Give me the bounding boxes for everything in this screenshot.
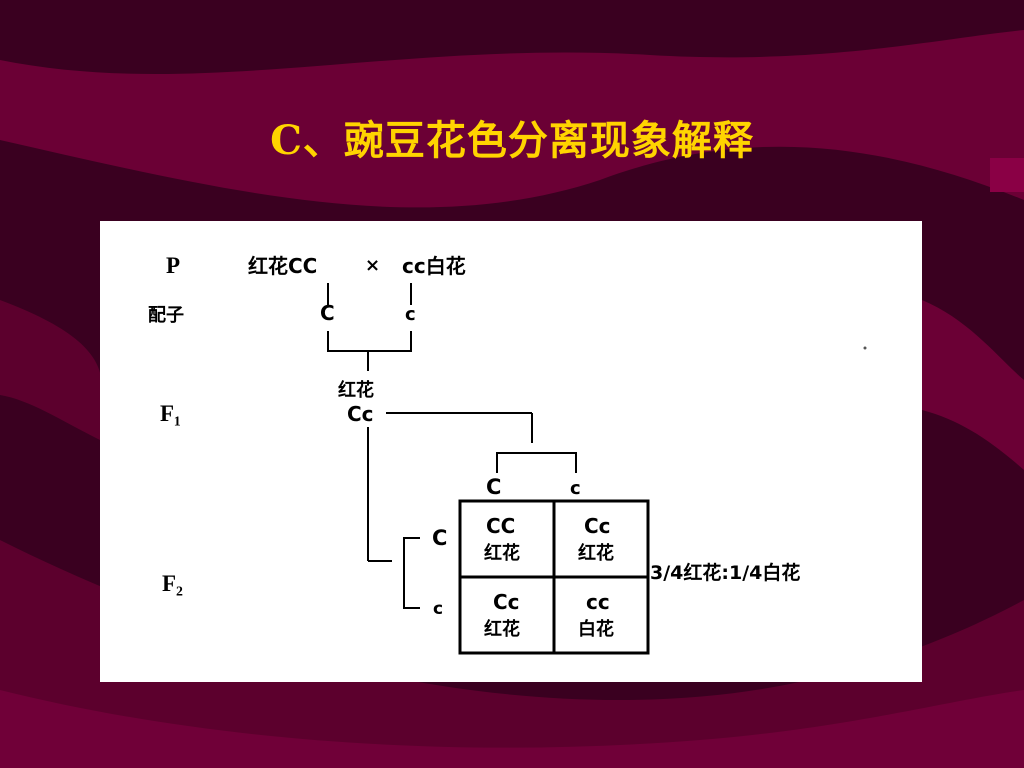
punnett-cell-genotype: Cc bbox=[493, 590, 520, 614]
connector-line bbox=[327, 331, 412, 352]
parent-right: cc白花 bbox=[402, 254, 466, 278]
f1-gamete-side-top: C bbox=[432, 526, 447, 550]
diagram-lines bbox=[327, 283, 650, 655]
slide-side-tab bbox=[990, 158, 1024, 192]
row-label-gamete: 配子 bbox=[148, 305, 184, 326]
punnett-cell-phenotype: 红花 bbox=[484, 618, 520, 640]
f1-phenotype: 红花 bbox=[338, 379, 374, 401]
parent-left: 红花CC bbox=[248, 254, 317, 278]
background-wave bbox=[0, 540, 1024, 768]
punnett-cell-genotype: CC bbox=[486, 514, 515, 538]
diagram-panel: P 配子 F₁ F₂ 红花CC × cc白花 C c 红花 Cc C c C c… bbox=[100, 221, 922, 682]
punnett-cell-phenotype: 红花 bbox=[484, 542, 520, 564]
genetic-cross-diagram: P 配子 F₁ F₂ 红花CC × cc白花 C c 红花 Cc C c C c… bbox=[148, 253, 867, 655]
f1-gamete-top-left: C bbox=[486, 475, 501, 499]
connector-line bbox=[403, 537, 420, 609]
gamete-right: c bbox=[405, 304, 416, 325]
f1-genotype: Cc bbox=[347, 402, 374, 426]
f1-gamete-top-right: c bbox=[570, 478, 581, 499]
row-label-f2: F₂ bbox=[162, 571, 183, 596]
background-wave bbox=[922, 300, 1024, 470]
punnett-cell-phenotype: 红花 bbox=[578, 542, 614, 564]
connector-line bbox=[496, 452, 577, 473]
background-wave bbox=[0, 30, 1024, 208]
punnett-cell-phenotype: 白花 bbox=[578, 618, 614, 640]
row-label-f1: F₁ bbox=[160, 401, 181, 426]
punnett-cell-genotype: Cc bbox=[584, 514, 611, 538]
background-wave bbox=[0, 300, 102, 440]
punnett-cell-genotype: cc bbox=[586, 590, 610, 614]
background-wave bbox=[0, 690, 1024, 768]
f1-gamete-side-bottom: c bbox=[433, 599, 443, 619]
cross-symbol: × bbox=[365, 255, 380, 276]
row-label-p: P bbox=[166, 253, 180, 278]
scan-speck bbox=[863, 346, 867, 350]
phenotype-ratio: 3/4红花:1/4白花 bbox=[650, 561, 800, 584]
slide-title: C、豌豆花色分离现象解释 bbox=[270, 117, 754, 164]
gamete-left: C bbox=[320, 301, 335, 325]
